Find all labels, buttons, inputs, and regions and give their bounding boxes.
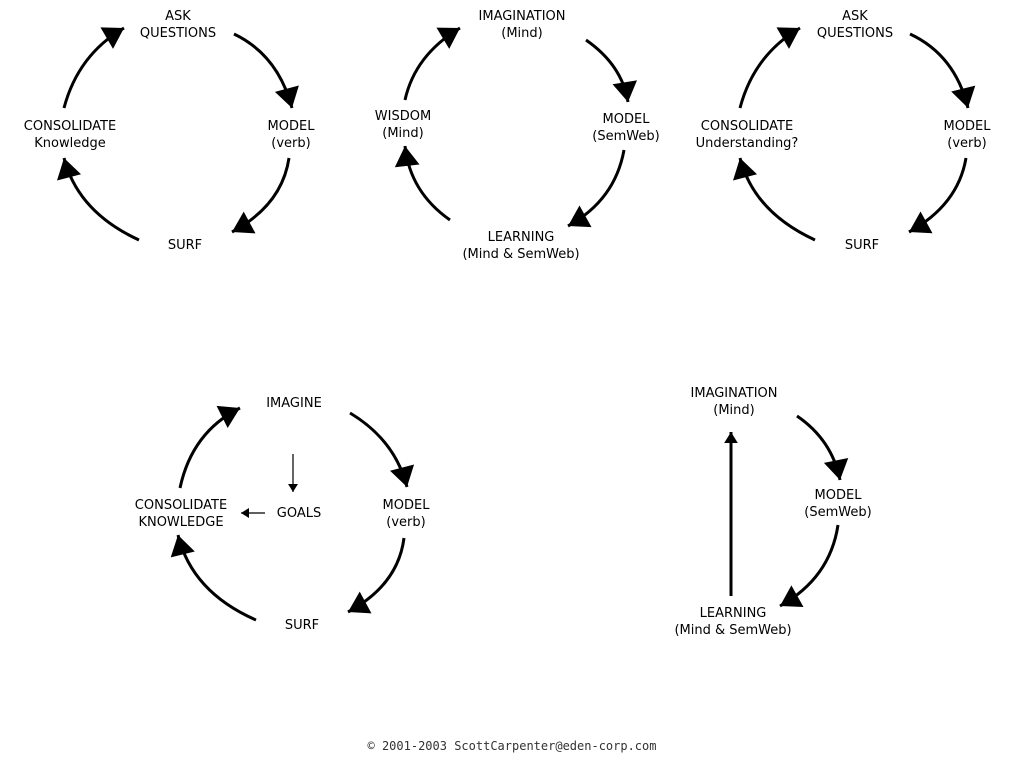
node-learning: LEARNING(Mind & SemWeb) bbox=[674, 606, 791, 638]
surf-to-consolidate-arrowhead bbox=[170, 535, 195, 558]
surf-to-consolidate-arrowhead bbox=[733, 158, 758, 181]
node-imagination: IMAGINATION(Mind) bbox=[691, 386, 778, 418]
model-to-learning-arrowhead bbox=[568, 205, 592, 228]
node-model: MODEL(SemWeb) bbox=[592, 112, 659, 144]
learning-to-wisdom-arrowhead bbox=[394, 146, 420, 168]
imagination-to-model-arrowhead bbox=[823, 457, 849, 480]
copyright-footer: © 2001-2003 ScottCarpenter@eden-corp.com bbox=[367, 739, 657, 753]
consolidate-to-imagine-arrowhead bbox=[216, 405, 240, 429]
consolidate-to-ask-arrowhead bbox=[776, 27, 800, 49]
node-model: MODEL(verb) bbox=[268, 119, 316, 151]
imagine-to-goals-arrowhead bbox=[288, 484, 298, 492]
cycle-imagination-wisdom: IMAGINATION(Mind) MODEL(SemWeb) LEARNING(M… bbox=[375, 9, 660, 262]
ask-to-model-arrowhead bbox=[951, 85, 976, 108]
imagination-to-model-arrowhead bbox=[612, 80, 638, 102]
node-model: MODEL(SemWeb) bbox=[804, 488, 871, 520]
node-imagination: IMAGINATION(Mind) bbox=[479, 9, 566, 41]
node-learning: LEARNING(Mind & SemWeb) bbox=[462, 230, 579, 262]
node-model: MODEL(verb) bbox=[944, 119, 992, 151]
node-imagine: IMAGINE bbox=[266, 396, 322, 411]
goals-to-consolidate-arrowhead bbox=[241, 508, 249, 518]
node-model: MODEL(verb) bbox=[383, 498, 431, 530]
model-to-surf-arrowhead bbox=[909, 211, 933, 234]
node-surf: SURF bbox=[285, 618, 319, 633]
consolidate-to-ask-arrowhead bbox=[100, 27, 124, 49]
surf-to-consolidate-arrowhead bbox=[57, 158, 82, 181]
node-goals: GOALS bbox=[277, 506, 321, 521]
imagine-to-model-arrowhead bbox=[390, 464, 415, 487]
wisdom-to-imagination-arrowhead bbox=[436, 27, 460, 49]
node-wisdom: WISDOM(Mind) bbox=[375, 109, 431, 141]
cycle-imagination-learning: IMAGINATION(Mind) MODEL(SemWeb) LEARNING(M… bbox=[674, 386, 871, 638]
model-to-learning-arrowhead bbox=[780, 585, 804, 608]
ask-to-model-arrowhead bbox=[274, 85, 299, 108]
node-surf: SURF bbox=[168, 238, 202, 253]
learning-to-imagination-arrowhead bbox=[724, 432, 738, 443]
model-to-surf-arrowhead bbox=[348, 591, 372, 614]
model-to-surf-arrowhead bbox=[232, 211, 256, 234]
node-surf: SURF bbox=[845, 238, 879, 253]
